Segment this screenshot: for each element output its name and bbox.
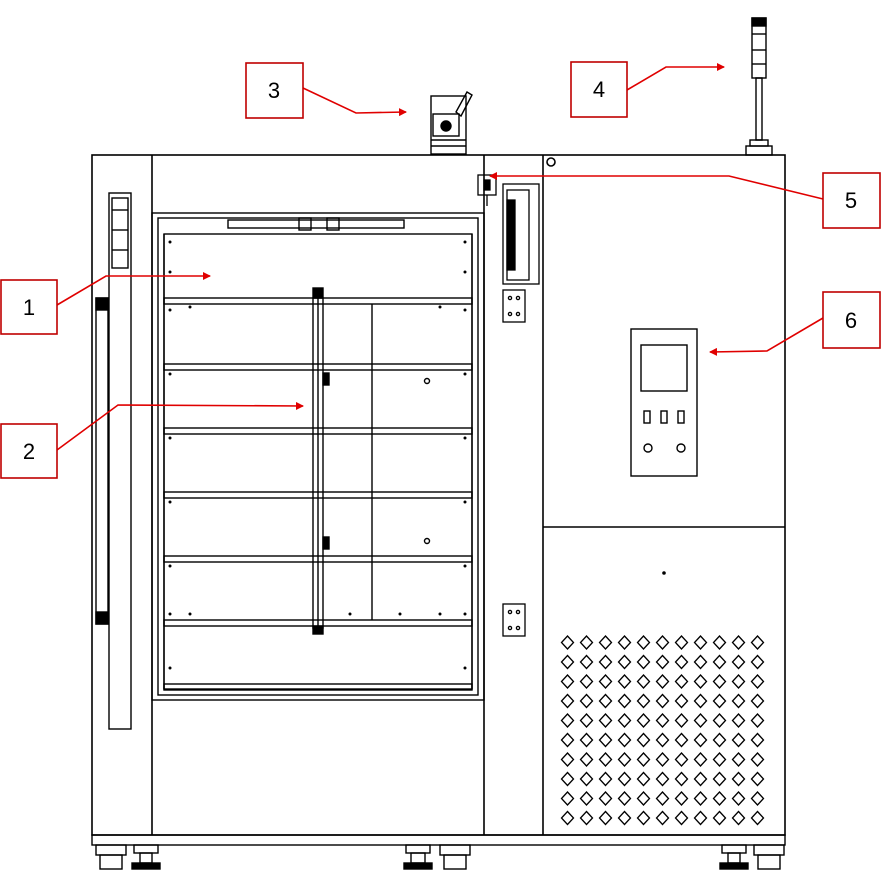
hinge-upper (502, 289, 526, 323)
hinge-lower (502, 603, 526, 637)
callout-box-2: 2 (0, 423, 58, 479)
callout-label-4: 4 (593, 77, 605, 102)
callout-label-2: 2 (23, 439, 35, 464)
screw-icon (546, 157, 556, 167)
callout-arrow-2 (56, 401, 304, 451)
base (91, 834, 786, 870)
leveling-foot-left (95, 844, 161, 870)
knob-left-icon (643, 443, 653, 453)
cable-port-icon (430, 91, 473, 155)
leveling-foot-center (403, 844, 471, 870)
callout-arrow-5 (489, 172, 824, 200)
switch-2 (660, 410, 668, 424)
test-chamber (151, 212, 485, 701)
door-switch-icon (477, 174, 497, 206)
control-panel (630, 328, 698, 477)
control-panel-outline (630, 328, 698, 477)
callout-arrow-6 (709, 317, 824, 356)
door-handle (95, 192, 132, 730)
callout-label-6: 6 (845, 308, 857, 333)
knob-right-icon (676, 443, 686, 453)
callout-box-4: 4 (570, 61, 628, 118)
leveling-foot-right (719, 844, 785, 870)
switch-3 (677, 410, 685, 424)
callout-arrow-3 (302, 87, 407, 117)
callout-label-3: 3 (268, 78, 280, 103)
callout-box-5: 5 (822, 172, 881, 229)
hinges (502, 183, 540, 637)
callout-label-5: 5 (845, 188, 857, 213)
switch-1 (643, 410, 651, 424)
callout-label-1: 1 (23, 295, 35, 320)
touch-screen (640, 344, 688, 392)
callout-arrows (56, 63, 824, 451)
callout-arrow-4 (626, 63, 725, 91)
callout-box-3: 3 (245, 62, 304, 119)
shelf-rivets (168, 240, 467, 670)
callout-box-1: 1 (0, 279, 58, 335)
callout-arrow-1 (56, 272, 211, 306)
signal-tower-icon (745, 17, 773, 156)
ventilation-grille (558, 634, 767, 829)
callout-box-6: 6 (822, 291, 881, 349)
